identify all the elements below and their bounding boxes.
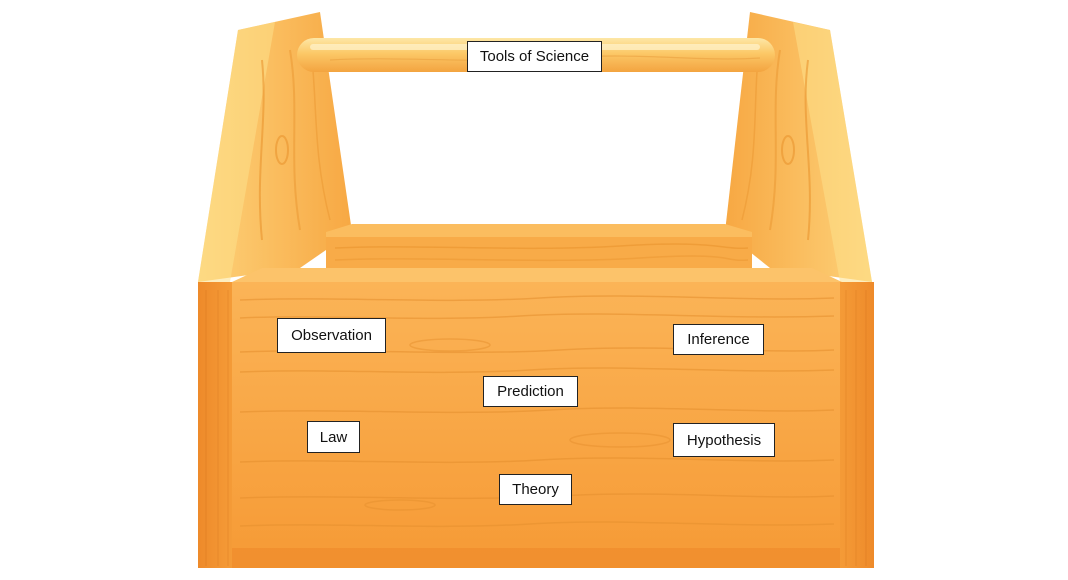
term-law: Law: [307, 421, 360, 453]
diagram-title: Tools of Science: [467, 41, 602, 72]
inner-back-panel: [326, 224, 752, 270]
front-top-rim: [232, 268, 842, 282]
term-observation: Observation: [277, 318, 386, 353]
term-theory: Theory: [499, 474, 572, 505]
left-upright: [198, 12, 352, 282]
left-side-face: [198, 282, 234, 568]
term-hypothesis: Hypothesis: [673, 423, 775, 457]
term-inference: Inference: [673, 324, 764, 355]
term-prediction: Prediction: [483, 376, 578, 407]
right-side-face: [838, 282, 874, 568]
right-upright: [725, 12, 872, 282]
